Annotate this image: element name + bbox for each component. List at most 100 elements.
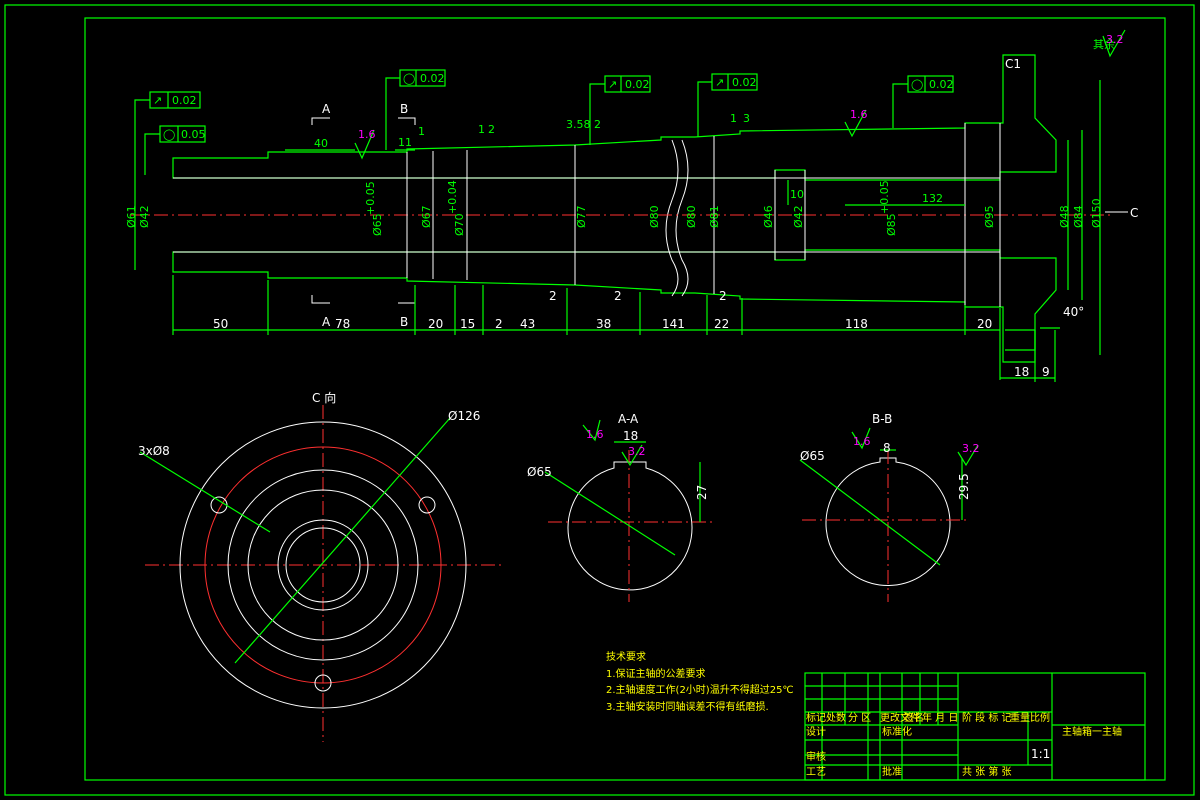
- tolerance-frame-6: ◯ 0.02: [892, 75, 954, 128]
- svg-text:Ø70: Ø70: [453, 213, 466, 236]
- svg-text:29.5: 29.5: [957, 473, 971, 500]
- svg-text:+0.05: +0.05: [364, 181, 377, 215]
- svg-text:3: 3: [743, 112, 750, 125]
- svg-text:78: 78: [335, 317, 350, 331]
- svg-text:Ø65: Ø65: [800, 449, 825, 463]
- svg-text:43: 43: [520, 317, 535, 331]
- shaft-lower-wall: [172, 249, 1057, 363]
- svg-text:2.主轴速度工作(2小时)温升不得超过25℃: 2.主轴速度工作(2小时)温升不得超过25℃: [606, 683, 794, 696]
- svg-text:0.02: 0.02: [420, 72, 445, 85]
- view-c: C 向 3xØ8 Ø126: [138, 390, 505, 742]
- svg-text:◯: ◯: [911, 78, 923, 91]
- svg-text:C1: C1: [1005, 57, 1021, 71]
- svg-text:B-B: B-B: [872, 412, 892, 426]
- svg-text:1: 1: [478, 123, 485, 136]
- svg-text:141: 141: [662, 317, 685, 331]
- shaft-upper-wall: [172, 54, 1057, 181]
- svg-text:1:1: 1:1: [1031, 747, 1050, 761]
- outer-border: [4, 4, 1195, 796]
- svg-text:标记: 标记: [806, 712, 826, 724]
- shaft-roughness: 1.6 1.6: [354, 108, 868, 160]
- svg-text:Ø48: Ø48: [1058, 205, 1071, 228]
- svg-text:1: 1: [730, 112, 737, 125]
- svg-text:阶 段 标 记: 阶 段 标 记: [962, 711, 1012, 724]
- svg-text:Ø81: Ø81: [708, 205, 721, 228]
- svg-text:0.02: 0.02: [625, 78, 650, 91]
- svg-text:+0.05: +0.05: [878, 180, 891, 214]
- svg-text:比例: 比例: [1030, 711, 1050, 724]
- svg-text:A: A: [322, 315, 331, 329]
- svg-text:1: 1: [418, 125, 425, 138]
- svg-text:工艺: 工艺: [806, 766, 826, 778]
- tolerance-frame-3: ◯ 0.02: [385, 69, 446, 150]
- svg-text:1.保证主轴的公差要求: 1.保证主轴的公差要求: [606, 667, 706, 680]
- svg-text:分 区: 分 区: [848, 712, 871, 724]
- svg-text:22: 22: [714, 317, 729, 331]
- svg-text:Ø42: Ø42: [792, 205, 805, 228]
- corner-roughness: 其余 3.2: [1093, 29, 1126, 58]
- svg-text:技术要求: 技术要求: [606, 650, 646, 663]
- svg-text:Ø126: Ø126: [448, 409, 480, 423]
- tolerance-frames: ↗0.02 ◯0.05 ◯0.02 ↗0.02 ↗0.02 ◯0.02: [134, 69, 954, 270]
- svg-text:20: 20: [977, 317, 992, 331]
- svg-text:1.6: 1.6: [586, 428, 604, 441]
- svg-text:2: 2: [614, 289, 622, 303]
- svg-text:处数: 处数: [826, 711, 846, 724]
- svg-text:设计: 设计: [806, 725, 826, 738]
- svg-text:Ø67: Ø67: [420, 205, 433, 228]
- svg-text:◯: ◯: [403, 72, 415, 85]
- svg-text:0.02: 0.02: [929, 78, 954, 91]
- svg-text:Ø65: Ø65: [527, 465, 552, 479]
- svg-text:Ø46: Ø46: [762, 205, 775, 228]
- svg-text:Ø84: Ø84: [1072, 205, 1085, 228]
- view-bb: B-B 8 29.5 Ø65 1.6 3.2: [799, 412, 980, 602]
- svg-text:15: 15: [460, 317, 475, 331]
- svg-text:3.2: 3.2: [628, 445, 646, 458]
- svg-text:11: 11: [398, 136, 412, 149]
- svg-text:3.2: 3.2: [962, 442, 980, 455]
- svg-text:Ø80: Ø80: [685, 205, 698, 228]
- svg-text:118: 118: [845, 317, 868, 331]
- svg-text:标准化: 标准化: [882, 725, 912, 738]
- svg-text:Ø85: Ø85: [885, 213, 898, 236]
- inner-border: [84, 17, 1166, 781]
- svg-text:Ø80: Ø80: [648, 205, 661, 228]
- svg-text:10: 10: [790, 188, 804, 201]
- tolerance-frame-2: ◯ 0.05: [144, 125, 206, 175]
- svg-text:2: 2: [488, 123, 495, 136]
- svg-text:重量: 重量: [1010, 711, 1030, 724]
- svg-text:签名: 签名: [904, 711, 924, 724]
- svg-text:↗: ↗: [608, 78, 617, 91]
- svg-text:B: B: [400, 315, 408, 329]
- svg-text:B: B: [400, 102, 408, 116]
- svg-text:共 张 第 张: 共 张 第 张: [962, 765, 1012, 778]
- svg-text:A: A: [322, 102, 331, 116]
- svg-text:A-A: A-A: [618, 412, 639, 426]
- svg-text:审核: 审核: [806, 750, 826, 763]
- tolerance-frame-4: ↗ 0.02: [589, 75, 651, 145]
- svg-text:Ø95: Ø95: [983, 205, 996, 228]
- svg-text:批准: 批准: [882, 765, 902, 778]
- svg-text:2: 2: [549, 289, 557, 303]
- view-aa: A-A 18 27 Ø65 1.6 3.2: [527, 412, 712, 602]
- svg-text:0.05: 0.05: [181, 128, 206, 141]
- svg-text:C 向: C 向: [312, 390, 336, 405]
- title-block: 标记 处数 分 区 更改文件 签名 年 月 日 设计 标准化 审核 工艺 批准 …: [804, 672, 1146, 781]
- svg-text:9: 9: [1042, 365, 1050, 379]
- svg-text:更改文件: 更改文件: [880, 711, 920, 724]
- svg-text:1.6: 1.6: [850, 108, 868, 121]
- svg-text:2: 2: [719, 289, 727, 303]
- tolerance-frame-5: ↗0.02: [697, 73, 758, 137]
- view-c-arrow-label: C: [1130, 206, 1138, 220]
- section-markers: A A B B C1: [311, 57, 1021, 329]
- svg-text:+0.04: +0.04: [446, 180, 459, 214]
- svg-text:年 月 日: 年 月 日: [922, 711, 958, 724]
- svg-text:20: 20: [428, 317, 443, 331]
- svg-text:Ø65: Ø65: [371, 213, 384, 236]
- svg-text:0.02: 0.02: [732, 76, 757, 89]
- svg-text:3.2: 3.2: [1106, 33, 1124, 46]
- svg-text:18: 18: [1014, 365, 1029, 379]
- svg-text:◯: ◯: [163, 128, 175, 141]
- svg-text:27: 27: [695, 485, 709, 500]
